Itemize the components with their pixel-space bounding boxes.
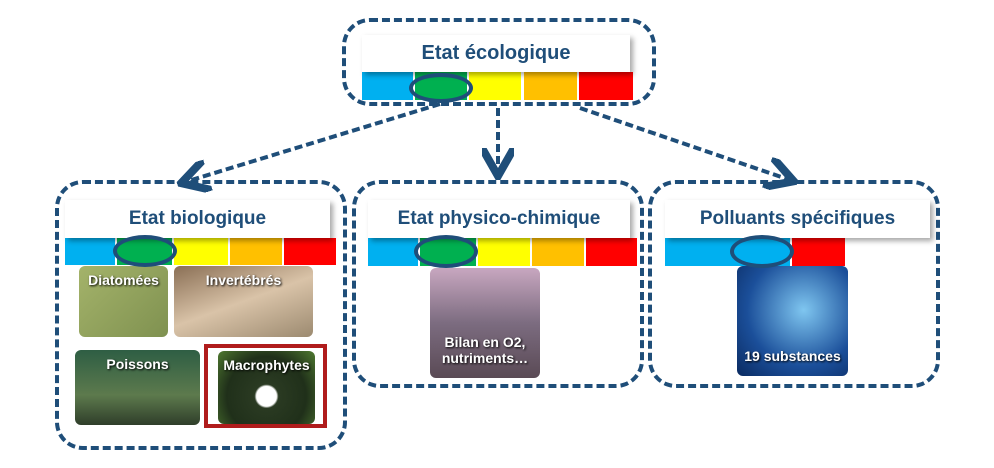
bar-red — [792, 238, 845, 266]
arrow-to-biological — [185, 102, 441, 182]
tile-macrophytes: Macrophytes — [218, 351, 315, 424]
tile-fish: Poissons — [75, 350, 200, 425]
selected-class-ellipse — [113, 235, 177, 267]
highlight-frame — [204, 344, 327, 428]
tile-lab: Bilan en O2, nutriments… — [430, 268, 540, 378]
biological-state-title: Etat biologique — [65, 200, 330, 238]
tile-invertebrates: Invertébrés — [174, 266, 313, 337]
tile-diatoms: Diatomées — [79, 266, 168, 337]
physico-chemical-box — [352, 180, 644, 388]
ecological-state-box — [342, 18, 656, 106]
arrow-to-pollutants — [579, 106, 790, 180]
bar-orange — [230, 238, 282, 265]
bar-orange — [532, 238, 584, 266]
bar-yellow — [469, 72, 521, 100]
specific-pollutants-title: Polluants spécifiques — [665, 200, 930, 238]
bar-orange — [524, 72, 577, 100]
selected-class-ellipse — [409, 73, 473, 103]
selected-class-ellipse — [730, 235, 794, 268]
ecological-state-title: Etat écologique — [362, 35, 630, 72]
bar-blue — [65, 238, 115, 265]
bar-yellow — [478, 238, 530, 266]
physico-chemical-title: Etat physico-chimique — [368, 200, 630, 238]
tile-molecules: 19 substances — [737, 266, 848, 376]
bar-red — [586, 238, 637, 266]
bar-red — [579, 72, 633, 100]
bar-blue — [368, 238, 418, 266]
bar-yellow — [174, 238, 228, 265]
bar-red — [284, 238, 336, 265]
selected-class-ellipse — [414, 235, 478, 268]
bar-blue — [362, 72, 413, 100]
